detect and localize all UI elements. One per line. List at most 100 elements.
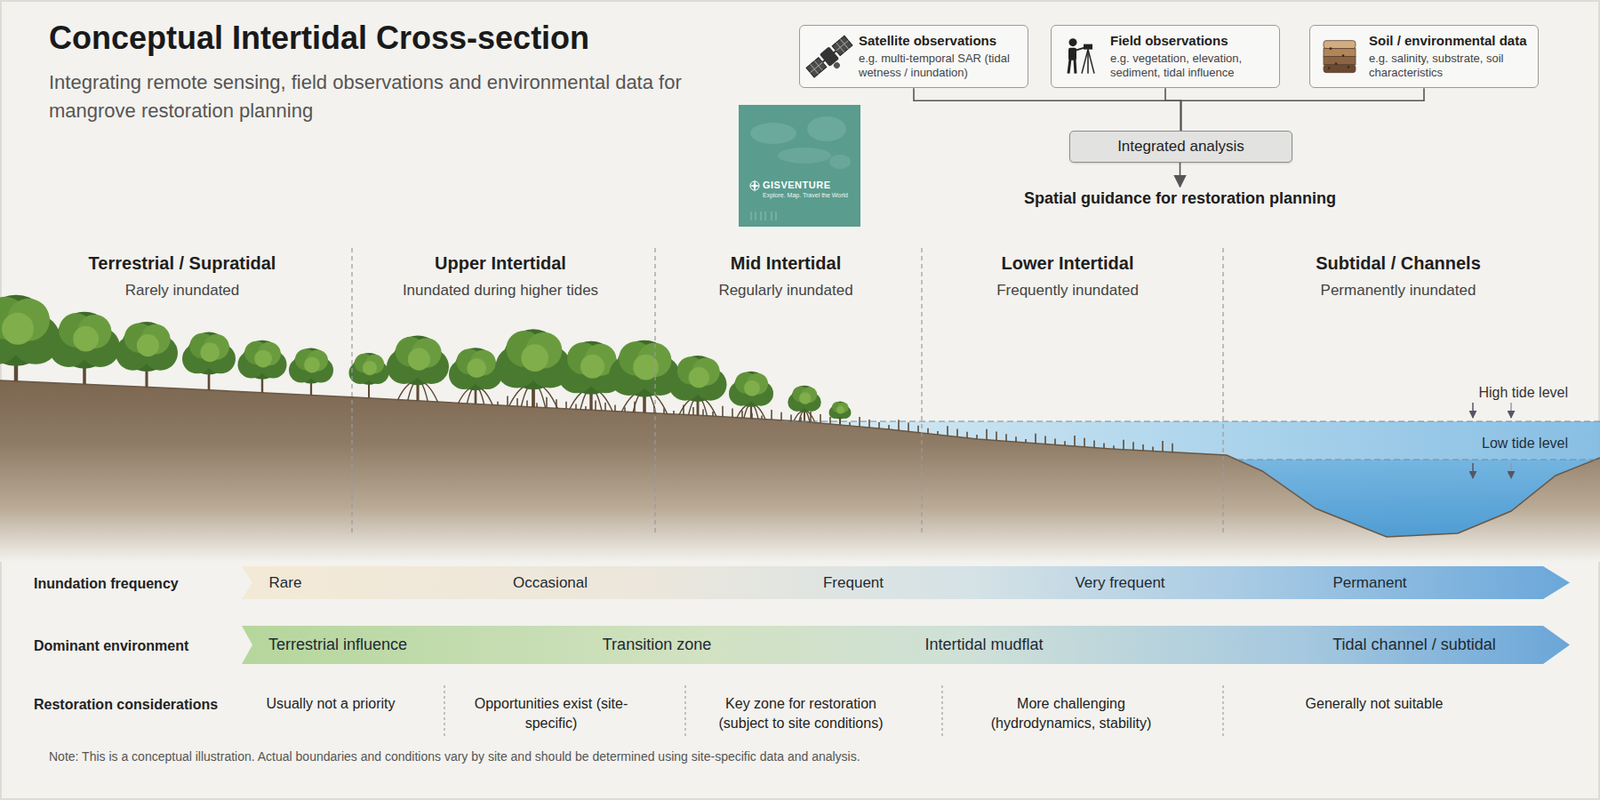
seedlings — [780, 412, 783, 421]
seedlings — [1083, 438, 1086, 448]
data-source-box: Satellite observationse.g. multi-tempora… — [799, 24, 1029, 88]
box-description: e.g. salinity, substrate, soil character… — [1368, 51, 1528, 81]
seedlings — [858, 416, 861, 427]
surveyor-icon — [1068, 48, 1077, 61]
mangrove-trees — [254, 350, 272, 368]
logo-mark — [771, 211, 773, 221]
zone-description: Rarely inundated — [125, 280, 240, 302]
seedlings — [1161, 440, 1164, 452]
seedlings — [1112, 445, 1115, 449]
seedlings — [985, 429, 988, 440]
soil-layers-icon — [1323, 64, 1356, 73]
tide-label: Low tide level — [1481, 433, 1568, 454]
logo-mark — [749, 179, 760, 192]
mangrove-trees — [408, 347, 431, 370]
band-shape — [241, 566, 1570, 600]
zone-heading: Mid Intertidal — [730, 250, 841, 276]
table-cell: Opportunities exist (site-specific) — [462, 694, 640, 735]
soil-layers-icon — [1328, 66, 1331, 70]
satellite-icon — [822, 50, 836, 63]
tide-line — [782, 421, 1600, 460]
mangrove-trees — [182, 332, 236, 391]
seedlings — [848, 422, 851, 426]
logo-mark — [751, 211, 752, 221]
table-cell: More challenging (hydrodynamics, stabili… — [977, 694, 1165, 735]
logo-mark — [776, 211, 777, 221]
row-divider — [444, 685, 1224, 739]
zone-description: Frequently inundated — [996, 280, 1139, 302]
row-divider — [684, 685, 686, 739]
cross-section — [0, 295, 1600, 562]
ground-surface — [0, 380, 1600, 537]
seedlings — [614, 405, 616, 412]
satellite-icon — [810, 64, 819, 74]
seedlings — [712, 411, 714, 416]
box-heading: Field observations — [1110, 32, 1269, 50]
mangrove-trees — [200, 343, 220, 363]
band-shape — [241, 625, 1570, 664]
mangrove-trees — [448, 347, 503, 405]
zone-dividers — [654, 248, 656, 534]
seedlings — [506, 395, 509, 406]
logo-mark — [807, 116, 847, 142]
surveyor-icon — [1088, 49, 1095, 74]
footnote: Note: This is a conceptual illustration.… — [48, 748, 861, 767]
seedlings — [1015, 436, 1017, 442]
zone-description: Permanently inundated — [1320, 280, 1477, 302]
seedlings — [995, 432, 998, 441]
band-text: Terrestrial influence — [268, 625, 408, 664]
seedlings — [496, 401, 499, 406]
tide-arrow — [1510, 463, 1512, 479]
zone-dividers — [920, 248, 922, 534]
mangrove-trees — [728, 371, 774, 420]
soil-layers-icon — [1323, 40, 1356, 49]
seedlings — [936, 431, 939, 435]
seedlings — [790, 414, 792, 421]
mangrove-trees — [608, 340, 680, 415]
seedlings — [956, 428, 959, 437]
mangrove-trees — [288, 348, 334, 396]
seedlings — [1034, 433, 1037, 444]
satellite-icon — [810, 62, 824, 73]
seedlings — [1073, 435, 1076, 447]
mangrove-trees — [72, 326, 99, 352]
seedlings — [624, 407, 626, 412]
band-text: Tidal channel / subtidal — [1332, 625, 1496, 664]
mangrove-trees — [136, 334, 160, 357]
satellite-icon — [836, 40, 849, 52]
surveyor-icon — [1074, 59, 1076, 74]
satellite-icon — [806, 57, 827, 78]
logo-mark — [750, 122, 797, 144]
mangrove-trees — [349, 352, 390, 399]
row-divider — [1222, 685, 1224, 739]
mangrove-trees — [793, 410, 805, 421]
seedlings — [565, 401, 568, 409]
band-text: Intertidal mudflat — [924, 625, 1043, 664]
zone-description: Inundated during higher tides — [402, 280, 599, 302]
seedlings — [594, 400, 597, 411]
satellite-icon — [814, 61, 823, 72]
soil-layers-icon — [1323, 40, 1356, 73]
tide-label: High tide level — [1479, 383, 1569, 403]
seedlings — [760, 415, 763, 419]
mangrove-trees — [0, 295, 852, 425]
seedlings — [1171, 443, 1174, 453]
mangrove-trees — [799, 392, 812, 405]
tide-arrow — [1510, 402, 1512, 418]
band-text: Very frequent — [1074, 566, 1165, 600]
seedlings — [888, 424, 890, 430]
seedlings — [741, 410, 744, 418]
seedlings — [829, 416, 832, 424]
logo-mark — [755, 211, 757, 221]
tide-arrow — [1472, 463, 1474, 479]
seedlings — [1142, 444, 1144, 451]
seedlings — [1064, 440, 1066, 446]
gradient-band: RareOccasionalFrequentVery frequentPerma… — [241, 566, 1570, 600]
seedlings — [1093, 440, 1096, 448]
mangrove-trees — [362, 360, 377, 376]
satellite-icon — [819, 46, 840, 67]
soil-layers-icon — [1347, 65, 1351, 69]
mangrove-trees — [1, 312, 34, 345]
seedlings — [545, 397, 548, 408]
